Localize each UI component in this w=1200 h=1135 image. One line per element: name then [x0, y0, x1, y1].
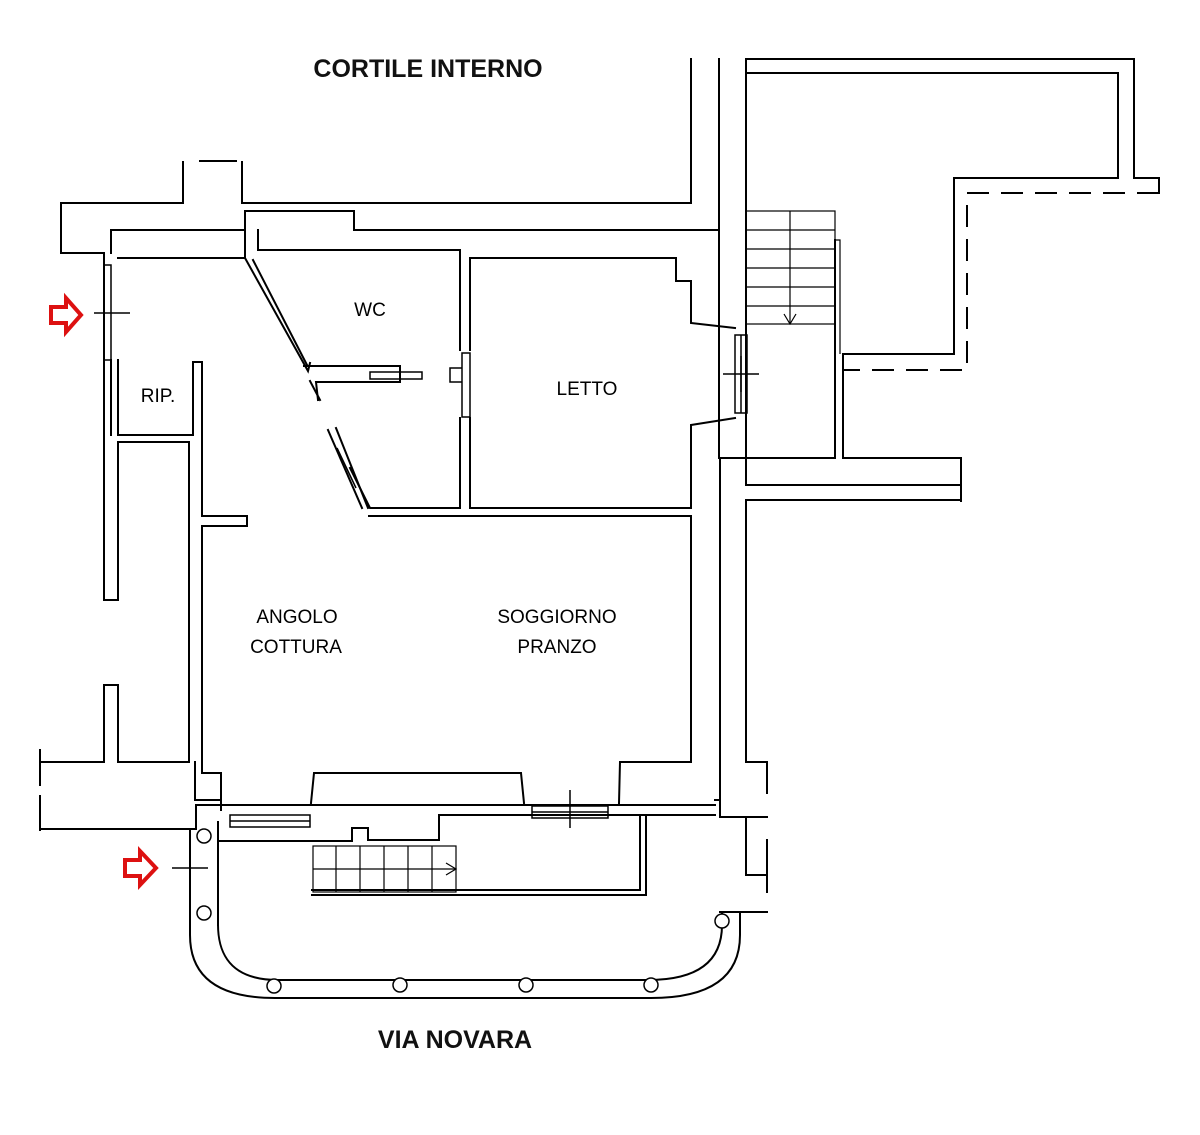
- room-label-angolo: ANGOLO: [256, 607, 337, 628]
- column-icon: [266, 978, 282, 994]
- column-icon: [518, 977, 534, 993]
- room-label-letto: LETTO: [557, 379, 618, 400]
- right-arrow-icon: [49, 292, 84, 338]
- column-icon: [196, 828, 212, 844]
- staircase-upper: [745, 210, 841, 354]
- right-arrow-icon: [123, 845, 159, 891]
- room-label-wc: WC: [354, 300, 386, 321]
- dashed-projection: [843, 192, 1159, 371]
- column-icon: [714, 913, 730, 929]
- room-label-soggiorno: SOGGIORNO: [497, 607, 616, 628]
- room-label-rip: RIP.: [141, 386, 176, 407]
- portico-arc: [189, 828, 741, 999]
- entrance-arrow-west: [49, 292, 84, 338]
- column-icon: [392, 977, 408, 993]
- column-icon: [643, 977, 659, 993]
- walls: [39, 58, 1160, 926]
- room-label-cottura: COTTURA: [250, 637, 342, 658]
- street-label: VIA NOVARA: [378, 1026, 532, 1054]
- room-label-pranzo: PRANZO: [517, 637, 596, 658]
- entrance-arrow-south: [123, 845, 159, 891]
- column-icon: [196, 905, 212, 921]
- staircase-lower: [312, 845, 458, 893]
- courtyard-label: CORTILE INTERNO: [313, 55, 542, 83]
